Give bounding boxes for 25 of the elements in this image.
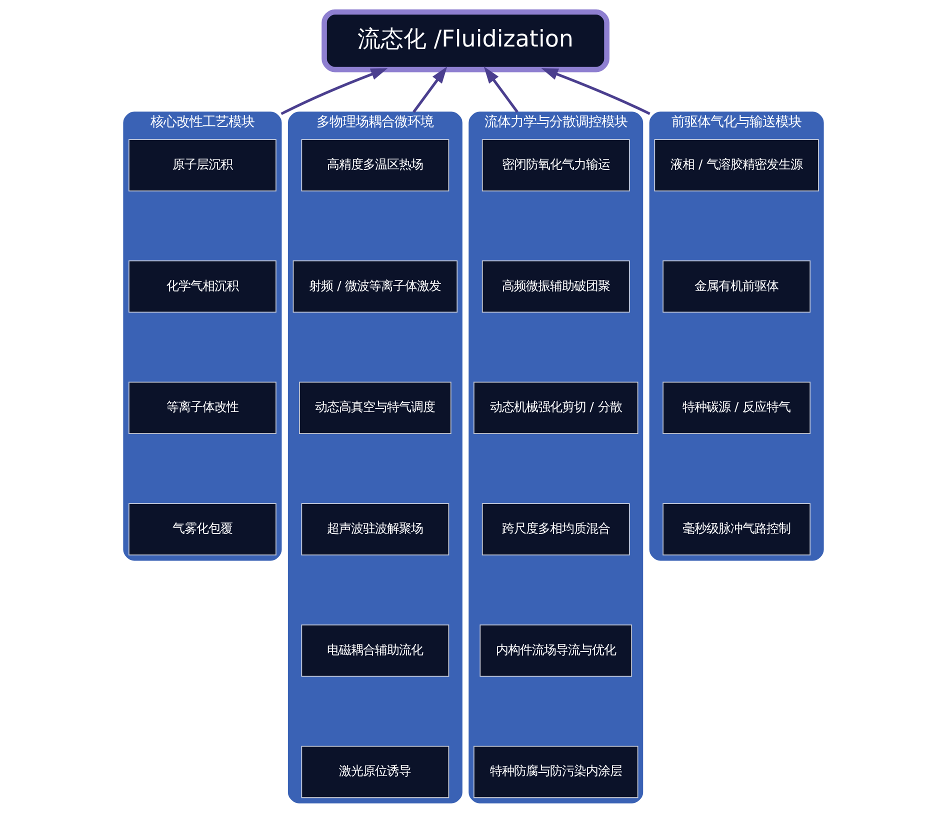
node-box: 动态机械强化剪切 / 分散 xyxy=(474,382,638,434)
arrow xyxy=(280,68,388,116)
arrow xyxy=(541,68,650,115)
node-box: 激光原位诱导 xyxy=(301,746,450,798)
node-box: 金属有机前驱体 xyxy=(662,260,811,313)
node-box: 高频微振辅助破团聚 xyxy=(482,260,630,313)
node-box: 内构件流场导流与优化 xyxy=(480,624,632,677)
node-box: 特种碳源 / 反应特气 xyxy=(662,382,811,434)
node-box: 高精度多温区热场 xyxy=(301,139,450,192)
arrow xyxy=(412,66,448,113)
node-box: 电磁耦合辅助流化 xyxy=(301,624,450,677)
node-box: 气雾化包覆 xyxy=(128,503,276,556)
node-box: 超声波驻波解聚场 xyxy=(301,503,450,556)
node-box: 密闭防氧化气力输运 xyxy=(482,139,630,192)
node-box: 原子层沉积 xyxy=(128,139,276,192)
node-box: 化学气相沉积 xyxy=(128,260,276,313)
node-box: 毫秒级脉冲气路控制 xyxy=(662,503,811,556)
node-box: 流态化 /Fluidization xyxy=(322,9,610,72)
node-box: 动态高真空与特气调度 xyxy=(299,382,452,434)
node-box: 特种防腐与防污染内涂层 xyxy=(474,746,638,798)
node-box: 液相 / 气溶胶精密发生源 xyxy=(654,139,819,192)
node-box: 跨尺度多相均质混合 xyxy=(482,503,630,556)
node-box: 等离子体改性 xyxy=(128,382,276,434)
arrow xyxy=(484,66,518,113)
node-box: 射频 / 微波等离子体激发 xyxy=(292,260,458,313)
